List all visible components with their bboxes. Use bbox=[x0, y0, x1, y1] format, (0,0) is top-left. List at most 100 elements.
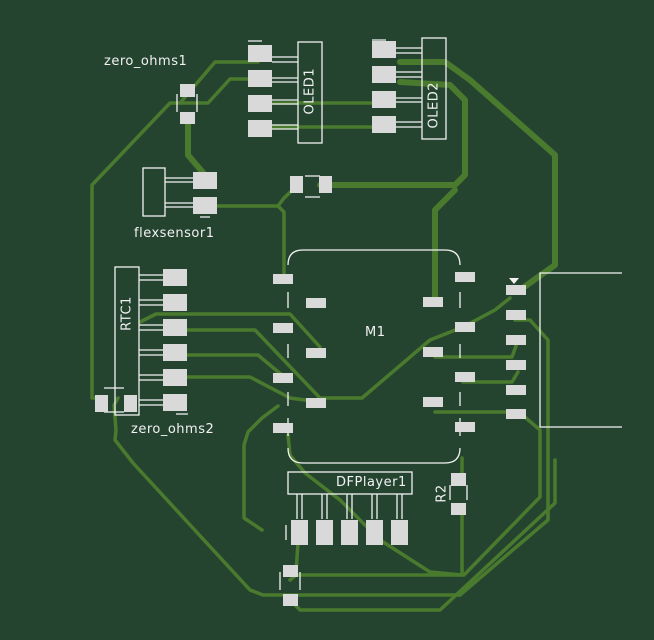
label-oled2: OLED2 bbox=[426, 82, 442, 129]
usb-connector-outline bbox=[539, 272, 622, 428]
pad bbox=[306, 348, 326, 358]
m1-outline bbox=[287, 249, 461, 464]
pad bbox=[163, 344, 187, 361]
dfplayer1-outline bbox=[287, 471, 413, 495]
pad bbox=[455, 322, 475, 332]
flexsensor1-leads bbox=[165, 177, 193, 208]
pads bbox=[95, 41, 526, 606]
trace bbox=[90, 60, 260, 400]
label-zero-ohms2: zero_ohms2 bbox=[131, 422, 215, 437]
trace bbox=[178, 77, 260, 105]
dfplayer1-leads bbox=[296, 494, 403, 519]
pad bbox=[163, 319, 187, 336]
pad bbox=[273, 423, 293, 433]
pad bbox=[372, 41, 396, 58]
pad bbox=[372, 116, 396, 133]
label-r2: R2 bbox=[434, 484, 450, 503]
pad bbox=[423, 347, 443, 357]
pad bbox=[506, 385, 526, 395]
zero-ohms1-silk bbox=[176, 94, 198, 112]
trace bbox=[276, 204, 286, 284]
pad bbox=[95, 395, 108, 412]
pad bbox=[423, 297, 443, 307]
pad bbox=[283, 565, 298, 577]
pad bbox=[341, 520, 358, 545]
pad bbox=[372, 91, 396, 108]
pad bbox=[455, 422, 475, 432]
pad bbox=[273, 373, 293, 383]
pad bbox=[366, 520, 383, 545]
cap-silk bbox=[305, 175, 320, 198]
pad bbox=[163, 269, 187, 286]
trace bbox=[138, 312, 322, 349]
pad bbox=[180, 84, 195, 97]
trace bbox=[288, 458, 557, 612]
r2-silk bbox=[449, 485, 468, 500]
pad bbox=[124, 395, 137, 412]
oled1-outline bbox=[297, 41, 323, 144]
pad bbox=[163, 294, 187, 311]
pad bbox=[423, 397, 443, 407]
pad bbox=[290, 176, 303, 193]
label-flexsensor1: flexsensor1 bbox=[134, 226, 215, 241]
trace bbox=[397, 59, 558, 293]
pad bbox=[506, 285, 526, 295]
trace bbox=[173, 353, 285, 378]
trace bbox=[173, 296, 512, 400]
trace bbox=[461, 370, 520, 384]
pad bbox=[283, 594, 298, 606]
trace bbox=[185, 115, 208, 178]
pad bbox=[163, 394, 187, 411]
pad bbox=[455, 372, 475, 382]
pad bbox=[451, 503, 466, 515]
m1-side-marks bbox=[287, 292, 461, 436]
traces bbox=[90, 59, 558, 612]
pad bbox=[180, 112, 195, 124]
trace bbox=[242, 404, 280, 532]
pad bbox=[455, 272, 475, 282]
pad bbox=[451, 473, 466, 486]
pad bbox=[506, 335, 526, 345]
label-dfplayer1: DFPlayer1 bbox=[336, 475, 407, 490]
trace bbox=[317, 79, 468, 188]
trace bbox=[112, 318, 550, 597]
pad bbox=[291, 520, 308, 545]
silkscreen bbox=[104, 37, 622, 590]
pad bbox=[506, 310, 526, 320]
pad bbox=[193, 172, 217, 189]
trace bbox=[203, 183, 300, 208]
flexsensor1-outline bbox=[142, 167, 166, 217]
pad bbox=[248, 95, 272, 112]
label-m1: M1 bbox=[365, 325, 386, 340]
oled2-leads bbox=[396, 47, 422, 128]
oled2-outline bbox=[421, 37, 447, 140]
pad bbox=[372, 66, 396, 83]
label-rtc1: RTC1 bbox=[119, 296, 135, 331]
oled1-leads bbox=[272, 56, 298, 130]
pad bbox=[248, 120, 272, 137]
pin1-marks bbox=[176, 39, 386, 540]
pad bbox=[306, 298, 326, 308]
trace bbox=[432, 187, 458, 303]
pad bbox=[273, 323, 293, 333]
label-zero-ohms1: zero_ohms1 bbox=[104, 54, 188, 69]
pad bbox=[319, 176, 332, 193]
pad bbox=[273, 274, 293, 284]
rtc1-outline bbox=[114, 266, 140, 416]
trace bbox=[173, 375, 322, 404]
bottom-cap-silk bbox=[279, 572, 301, 590]
pin1-triangle-icon bbox=[509, 278, 519, 284]
pad bbox=[248, 45, 272, 62]
pad bbox=[193, 197, 217, 214]
pad bbox=[316, 520, 333, 545]
pad bbox=[506, 360, 526, 370]
pad bbox=[163, 369, 187, 386]
trace bbox=[286, 433, 464, 577]
pad bbox=[306, 398, 326, 408]
pad bbox=[506, 409, 526, 419]
pad bbox=[248, 70, 272, 87]
pad bbox=[391, 520, 408, 545]
rtc1-leads bbox=[139, 274, 163, 406]
label-oled1: OLED1 bbox=[302, 68, 318, 115]
